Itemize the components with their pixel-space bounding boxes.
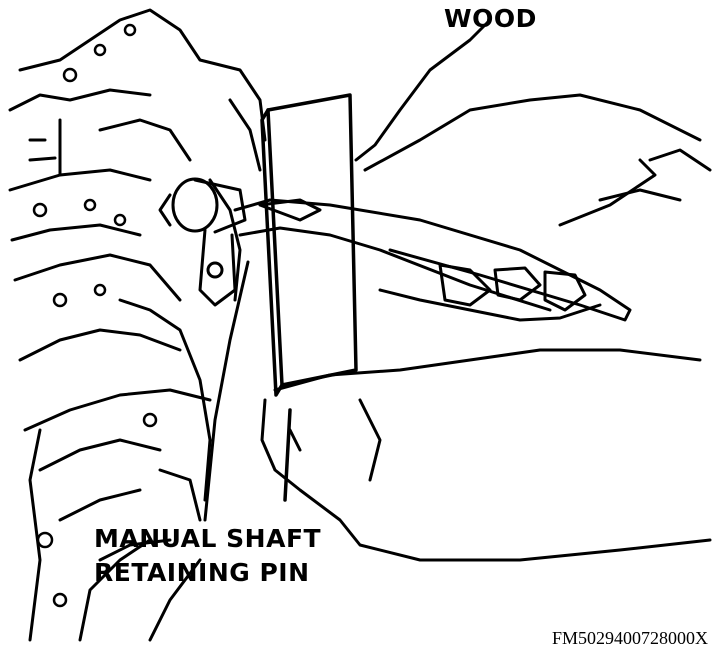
transaxle-case (8, 8, 267, 642)
case-bolt-holes (32, 23, 158, 608)
pliers (233, 158, 657, 322)
upper-hand (363, 93, 712, 322)
label-retaining-pin: RETAINING PIN (94, 558, 310, 587)
label-manual-shaft: MANUAL SHAFT (94, 524, 322, 553)
label-wood: WOOD (444, 4, 537, 33)
lower-hand (260, 348, 712, 562)
manual-shaft-lever (158, 177, 247, 307)
figure-id: FM5029400728000X (551, 628, 708, 648)
wood-block (260, 93, 358, 502)
callout-leaders (203, 18, 492, 522)
